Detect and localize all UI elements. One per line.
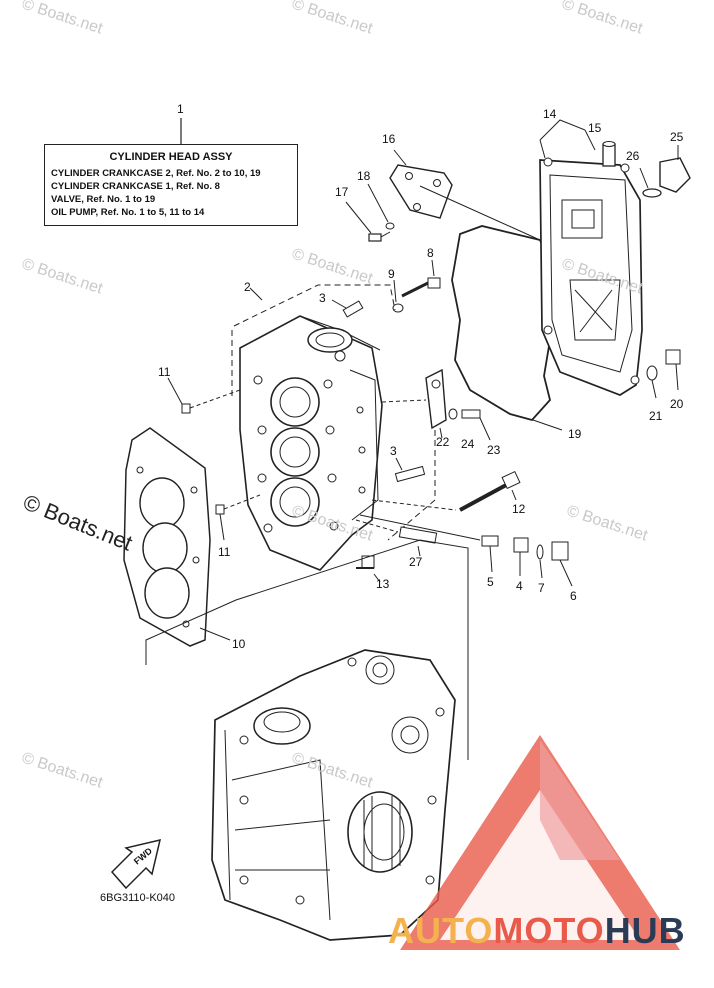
callout-11: 11	[158, 365, 171, 379]
dowel-pin-11a	[167, 377, 241, 414]
bolt-23	[461, 409, 491, 441]
callout-1: 1	[177, 102, 184, 116]
callout-2: 2	[244, 280, 251, 294]
callout-24: 24	[461, 437, 475, 451]
assembly-legend: CYLINDER HEAD ASSY CYLINDER CRANKCASE 2,…	[44, 144, 298, 226]
plug-15	[602, 141, 616, 167]
callout-8: 8	[427, 246, 434, 260]
legend-line: OIL PUMP, Ref. No. 1 to 5, 11 to 14	[51, 207, 205, 218]
crankcase-block	[211, 649, 456, 941]
callout-22: 22	[436, 435, 450, 449]
valve-cover-14	[419, 119, 643, 396]
callout-9: 9	[388, 267, 395, 281]
brand-logo-triangle	[400, 735, 680, 950]
plug-6	[551, 541, 573, 587]
callout-14: 14	[543, 107, 557, 121]
callout-20: 20	[670, 397, 684, 411]
legend-line: CYLINDER CRANKCASE 2, Ref. No. 2 to 10, …	[51, 168, 261, 179]
dowel-pin-11b	[215, 494, 261, 541]
callout-15: 15	[588, 121, 602, 135]
bolt-20	[665, 349, 681, 391]
washer-18	[367, 183, 395, 230]
callout-3: 3	[319, 291, 326, 305]
bolt-5	[359, 514, 499, 573]
callout-23: 23	[487, 443, 501, 457]
collar-4	[513, 537, 529, 576]
o-ring-26	[639, 167, 662, 198]
o-ring-7	[536, 544, 544, 579]
forward-arrow-icon	[110, 838, 162, 890]
callout-10: 10	[232, 637, 246, 651]
bolt-8	[401, 259, 441, 298]
callout-19: 19	[568, 427, 582, 441]
sensor-27	[355, 519, 438, 557]
brand-part-auto: AUTO	[388, 910, 494, 951]
washer-9	[392, 279, 404, 313]
diagram-code: 6BG3110-K040	[100, 892, 176, 904]
stud-3a	[331, 299, 364, 318]
stud-3b	[394, 457, 426, 483]
callout-18: 18	[357, 169, 371, 183]
callout-4: 4	[516, 579, 523, 593]
callout-16: 16	[382, 132, 396, 146]
callout-7: 7	[538, 581, 545, 595]
callout-6: 6	[570, 589, 577, 603]
callout-25: 25	[670, 130, 684, 144]
callout-17: 17	[335, 185, 349, 199]
brand-wordmark: AUTOMOTOHUB	[388, 910, 686, 952]
cover-plate-16	[389, 149, 453, 219]
callout-26: 26	[626, 149, 640, 163]
bolt-13	[356, 555, 381, 583]
callout-3: 3	[390, 444, 397, 458]
bracket-22	[381, 368, 447, 439]
callout-11: 11	[218, 545, 231, 559]
callout-13: 13	[376, 577, 390, 591]
bolt-17	[345, 201, 391, 242]
legend-title: CYLINDER HEAD ASSY	[109, 151, 233, 163]
brand-part-moto: MOTO	[493, 910, 605, 951]
long-bolt-12	[371, 470, 521, 512]
callout-12: 12	[512, 502, 526, 516]
callout-21: 21	[649, 409, 663, 423]
callout-27: 27	[409, 555, 423, 569]
brand-part-hub: HUB	[604, 910, 686, 951]
legend-line: VALVE, Ref. No. 1 to 19	[51, 194, 156, 205]
washer-21	[646, 365, 658, 399]
callout-5: 5	[487, 575, 494, 589]
head-gasket-10	[123, 427, 231, 647]
washer-24	[448, 408, 458, 420]
cylinder-head-2	[239, 315, 383, 571]
oil-filler-cap-25	[659, 145, 691, 193]
legend-line: CYLINDER CRANKCASE 1, Ref. No. 8	[51, 181, 220, 192]
